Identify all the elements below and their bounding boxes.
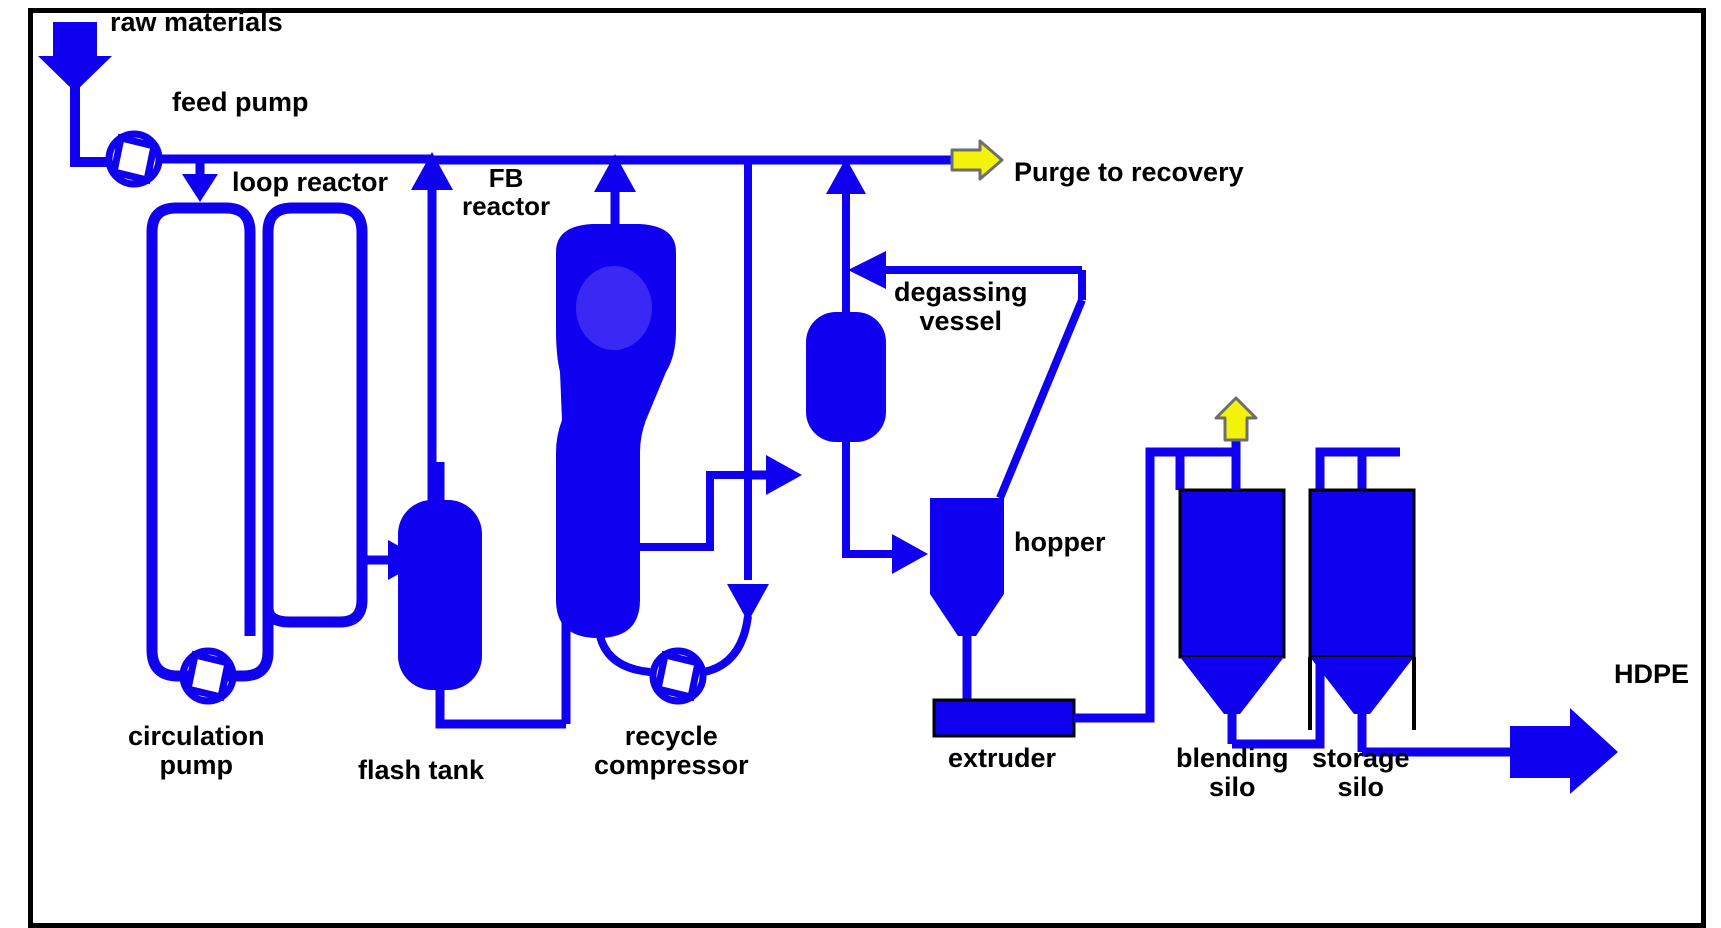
hopper-vessel xyxy=(930,498,1004,700)
degassing-vessel xyxy=(806,158,886,442)
flash-tank-vessel xyxy=(398,462,482,690)
label-fb-reactor: FB reactor xyxy=(462,163,551,222)
pipe-degassing-diagonal-to-hopper xyxy=(996,298,1086,500)
loop-reactor-vessel xyxy=(146,202,368,682)
recycle-compressor-symbol xyxy=(649,647,707,705)
label-hdpe: HDPE xyxy=(1614,659,1690,689)
pipe-degassing-vessel-to-hopper xyxy=(842,442,928,574)
pipe-fb-reactor-to-purge-header xyxy=(594,154,636,228)
pipe-return-to-degassing-riser xyxy=(848,251,1086,300)
label-flash-tank: flash tank xyxy=(358,755,485,785)
label-blending-silo: blending silo xyxy=(1176,743,1289,803)
pipe-fb-reactor-to-degassing-vessel xyxy=(744,455,802,495)
feed-pump-symbol xyxy=(105,130,163,188)
pipe-fb-reactor-gas-recycle-return xyxy=(636,471,744,551)
label-circulation-pump: circulation pump xyxy=(128,721,265,781)
pipe-feed-pump-discharge xyxy=(158,154,432,202)
circulation-pump-symbol xyxy=(179,647,237,705)
pipe-fb-reactor-recycle-suction xyxy=(596,634,651,676)
pipe-extruder-to-blending-silo xyxy=(1074,447,1236,723)
fb-reactor-fluidized-bed-zone xyxy=(576,266,652,350)
label-storage-silo: storage silo xyxy=(1312,743,1410,803)
label-feed-pump: feed pump xyxy=(172,87,309,117)
pipe-flash-tank-bottom xyxy=(435,680,566,729)
blending-silo-vessel xyxy=(1178,488,1286,744)
extruder-unit xyxy=(932,698,1076,738)
raw-materials-inlet-arrow xyxy=(38,22,112,92)
purge-to-recovery-arrow xyxy=(950,139,1004,181)
pipe-recycle-compressor-discharge xyxy=(703,584,769,676)
label-raw-materials: raw materials xyxy=(110,7,283,37)
label-hopper: hopper xyxy=(1014,527,1106,557)
label-purge-to-recovery: Purge to recovery xyxy=(1014,157,1244,187)
label-loop-reactor: loop reactor xyxy=(232,167,389,197)
label-extruder: extruder xyxy=(948,743,1057,773)
blending-silo-vent-arrow xyxy=(1214,396,1258,490)
fb-reactor-vessel xyxy=(556,224,676,638)
label-recycle-compressor: recycle compressor xyxy=(594,721,749,781)
label-degassing-vessel: degassing vessel xyxy=(894,277,1028,337)
pipe-raw-materials-to-feed-pump xyxy=(70,84,108,167)
hdpe-product-arrow xyxy=(1510,708,1618,794)
storage-silo-vessel xyxy=(1308,488,1416,752)
